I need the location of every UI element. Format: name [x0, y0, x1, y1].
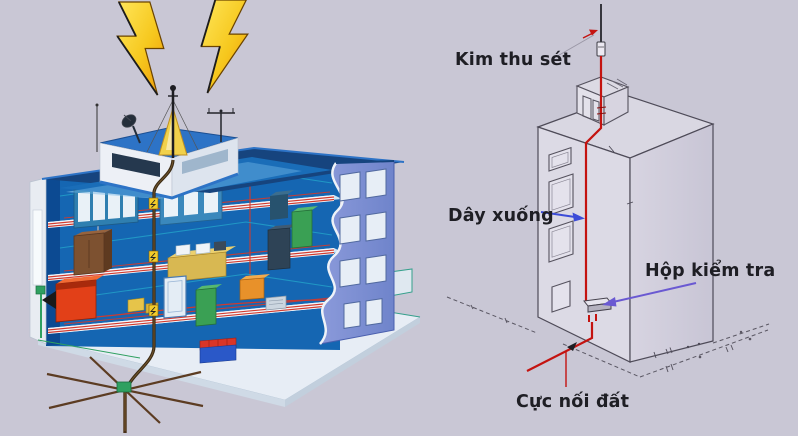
- lightning-bolt-icon: [200, 0, 249, 94]
- equipment-middle-floor: [73, 206, 318, 283]
- label-down-conductor: Dây xuống: [448, 205, 554, 226]
- facade-windows: [339, 168, 387, 329]
- junction-tick: [567, 342, 577, 351]
- schematic-down-conductor: [526, 29, 607, 387]
- down-conductor-left: [125, 159, 175, 389]
- ground-star-electrode: [46, 356, 204, 433]
- schematic-windows: [548, 146, 574, 313]
- ground-strip: [35, 285, 141, 359]
- antenna-icon: [207, 108, 235, 142]
- equipment-ground-floor: [42, 274, 287, 364]
- inspection-box-arrow-icon: [602, 282, 697, 307]
- schematic-lightning-rod: [596, 4, 606, 57]
- building-cutaway-illustration: [29, 0, 421, 433]
- small-pole: [95, 103, 99, 152]
- bolt-marker: [148, 197, 159, 210]
- bolt-marker: [148, 250, 159, 263]
- label-lightning-rod: Kim thu sét: [455, 50, 571, 70]
- rod-leader-line: [553, 34, 595, 59]
- satellite-dish-icon: [121, 114, 141, 144]
- down-conductor-arrow-icon: [540, 211, 585, 222]
- building-facade: [318, 160, 395, 345]
- schematic-diagram: Kim thu sét Dây xuống Hộp kiểm tra Cực n…: [446, 4, 775, 412]
- lightning-bolt-icon: [116, 1, 165, 96]
- label-inspection-box: Hộp kiểm tra: [645, 259, 775, 281]
- schematic-penthouse: [575, 76, 630, 126]
- air-terminal-mast: [146, 85, 199, 158]
- bolt-marker: [148, 304, 159, 317]
- ground-ring-dashed: [446, 296, 770, 378]
- label-ground-electrode: Cực nối đất: [516, 391, 629, 412]
